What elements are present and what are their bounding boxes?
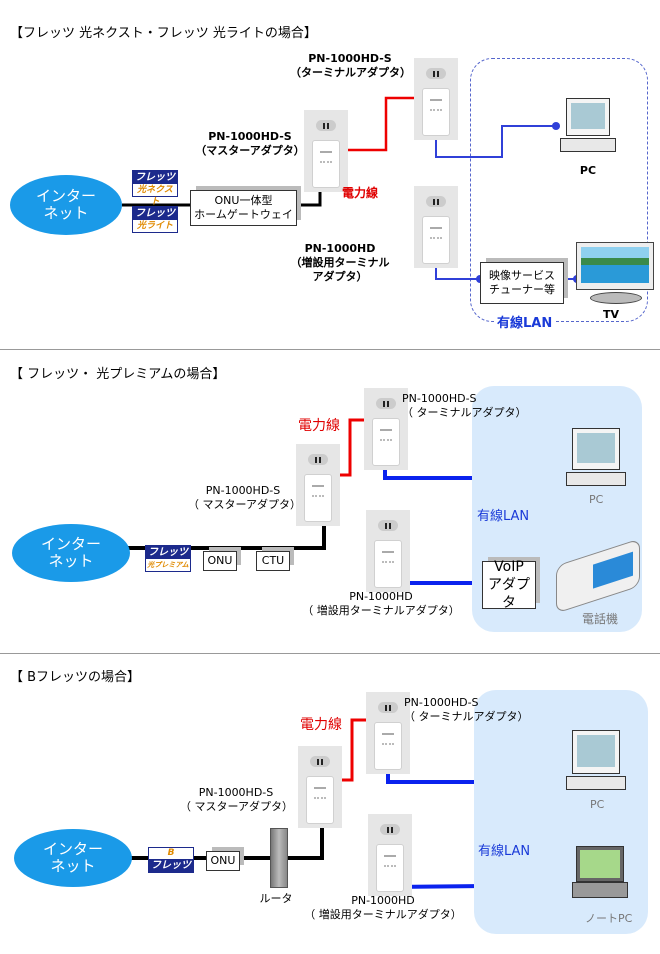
notebook-pc-label: ノートPC — [585, 912, 633, 925]
power-line-3 — [335, 718, 370, 782]
terminal-adapter-label: PN-1000HD-S（ ターミナルアダプタ） — [404, 696, 529, 723]
pc-label: PC — [590, 798, 605, 811]
section-title-premium: 【 フレッツ・ 光プレミアムの場合】 — [10, 367, 226, 382]
onu-box: ONU — [203, 551, 237, 571]
power-line-2 — [336, 418, 370, 477]
desktop-pc-icon — [566, 730, 628, 792]
terminal-adapter-label: PN-1000HD-S（ターミナルアダプタ） — [290, 52, 411, 79]
flets-light-logo-icon: フレッツ光ライト — [132, 206, 178, 233]
master-adapter-outlet-icon — [296, 444, 340, 526]
section-title-next-light: 【フレッツ 光ネクスト・フレッツ 光ライトの場合】 — [10, 26, 317, 41]
internet-label-line2: ネット — [43, 204, 89, 222]
pc-label: PC — [589, 493, 604, 506]
master-adapter-outlet-icon — [304, 110, 348, 192]
notebook-pc-icon — [572, 846, 628, 898]
power-line-label: 電力線 — [300, 717, 342, 733]
telephone-label: 電話機 — [582, 612, 619, 626]
tv-icon — [576, 242, 654, 306]
power-line-label: 電力線 — [342, 186, 379, 200]
router-icon — [270, 828, 288, 888]
section-divider — [0, 653, 660, 654]
terminal-adapter-outlet-icon — [366, 692, 410, 774]
extra-adapter-outlet-icon — [368, 814, 412, 896]
onu-gateway-box: ONU一体型ホームゲートウェイ — [190, 190, 297, 226]
master-adapter-label: PN-1000HD-S（マスターアダプタ） — [195, 130, 305, 157]
lan-zone-boundary — [470, 58, 648, 322]
tv-label: TV — [602, 308, 620, 321]
power-line-label: 電力線 — [298, 418, 340, 434]
lan-label: 有線LAN — [478, 844, 531, 859]
extra-terminal-adapter-label: PN-1000HD（ 増設用ターミナルアダプタ） — [304, 894, 462, 921]
desktop-pc-icon — [560, 98, 616, 158]
terminal-adapter-outlet-icon — [414, 58, 458, 140]
master-adapter-label: PN-1000HD-S（ マスターアダプタ） — [188, 484, 302, 511]
desktop-pc-icon — [566, 428, 628, 488]
onu-box: ONU — [206, 851, 240, 871]
master-adapter-outlet-icon — [298, 746, 342, 828]
internet-cloud: インターネット — [10, 175, 122, 235]
flets-next-logo-icon: フレッツ光ネクスト — [132, 170, 178, 207]
internet-cloud: インターネット — [12, 524, 130, 582]
lan-label: 有線LAN — [477, 509, 530, 524]
section-divider — [0, 349, 660, 350]
terminal-adapter-outlet-icon — [364, 388, 408, 470]
lan-label: 有線LAN — [494, 312, 556, 331]
extra-terminal-adapter-label: PN-1000HD（ 増設用ターミナルアダプタ） — [302, 590, 460, 617]
ctu-box: CTU — [256, 551, 290, 571]
extra-terminal-adapter-label: PN-1000HD（増設用ターミナルアダプタ） — [290, 242, 390, 283]
tuner-box: 映像サービスチューナー等 — [480, 262, 564, 304]
internet-label-line1: インター — [35, 187, 96, 205]
extra-adapter-outlet-icon — [414, 186, 458, 268]
power-line-1 — [348, 96, 418, 152]
flets-premium-logo-icon: フレッツ光プレミアム — [145, 545, 191, 572]
internet-cloud: インターネット — [14, 829, 132, 887]
section-title-b-flets: 【 Bフレッツの場合】 — [10, 670, 141, 685]
pc-label: PC — [579, 164, 597, 177]
router-label: ルータ — [259, 892, 293, 905]
extra-adapter-outlet-icon — [366, 510, 410, 592]
terminal-adapter-label: PN-1000HD-S（ ターミナルアダプタ） — [402, 392, 527, 419]
master-adapter-label: PN-1000HD-S（ マスターアダプタ） — [180, 786, 294, 813]
